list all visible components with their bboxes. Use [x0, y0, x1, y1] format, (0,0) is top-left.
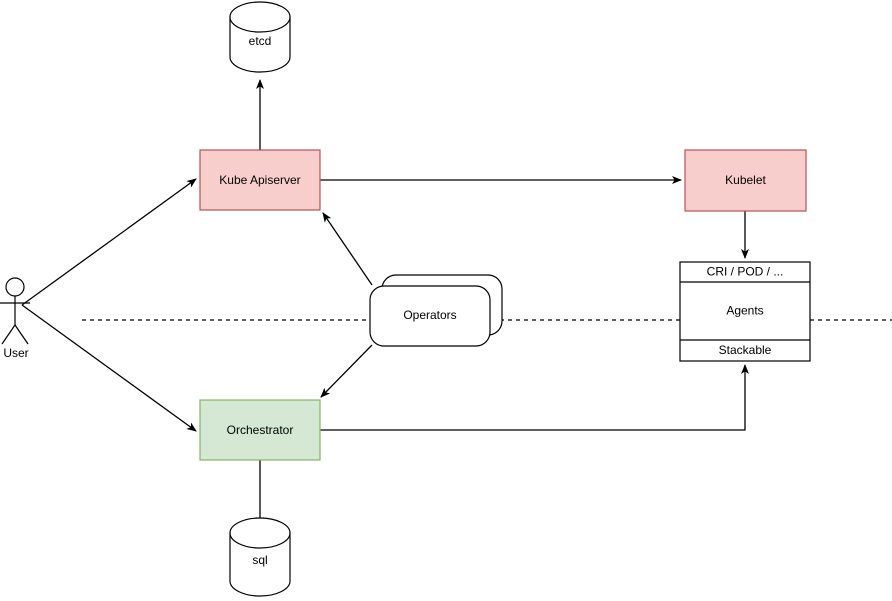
edge-operators-to-orchestrator [320, 344, 373, 398]
orchestrator-label: Orchestrator [227, 423, 294, 437]
agents-label: Agents [726, 304, 763, 318]
node-kubelet[interactable]: Kubelet [684, 149, 807, 212]
node-kube-apiserver[interactable]: Kube Apiserver [199, 149, 321, 211]
operators-label: Operators [403, 308, 456, 322]
node-agents[interactable]: CRI / POD / ... Agents Stackable [679, 261, 811, 362]
agents-header-label: CRI / POD / ... [707, 265, 784, 279]
edge-user-to-orchestrator [21, 304, 197, 432]
sql-label: sql [252, 553, 267, 567]
node-user[interactable]: User [0, 277, 30, 360]
node-etcd[interactable]: etcd [229, 1, 291, 73]
edge-operators-to-kube-apiserver [322, 212, 373, 286]
etcd-label: etcd [249, 34, 272, 48]
edge-user-to-kube-apiserver [21, 178, 197, 306]
edge-orchestrator-to-stackable [320, 364, 749, 431]
kubelet-label: Kubelet [725, 173, 766, 187]
kube-apiserver-label: Kube Apiserver [219, 173, 300, 187]
node-operators[interactable]: Operators [369, 274, 503, 347]
agents-footer-label: Stackable [719, 343, 772, 357]
user-label: User [3, 346, 28, 360]
node-orchestrator[interactable]: Orchestrator [199, 399, 321, 461]
node-sql[interactable]: sql [229, 517, 291, 597]
